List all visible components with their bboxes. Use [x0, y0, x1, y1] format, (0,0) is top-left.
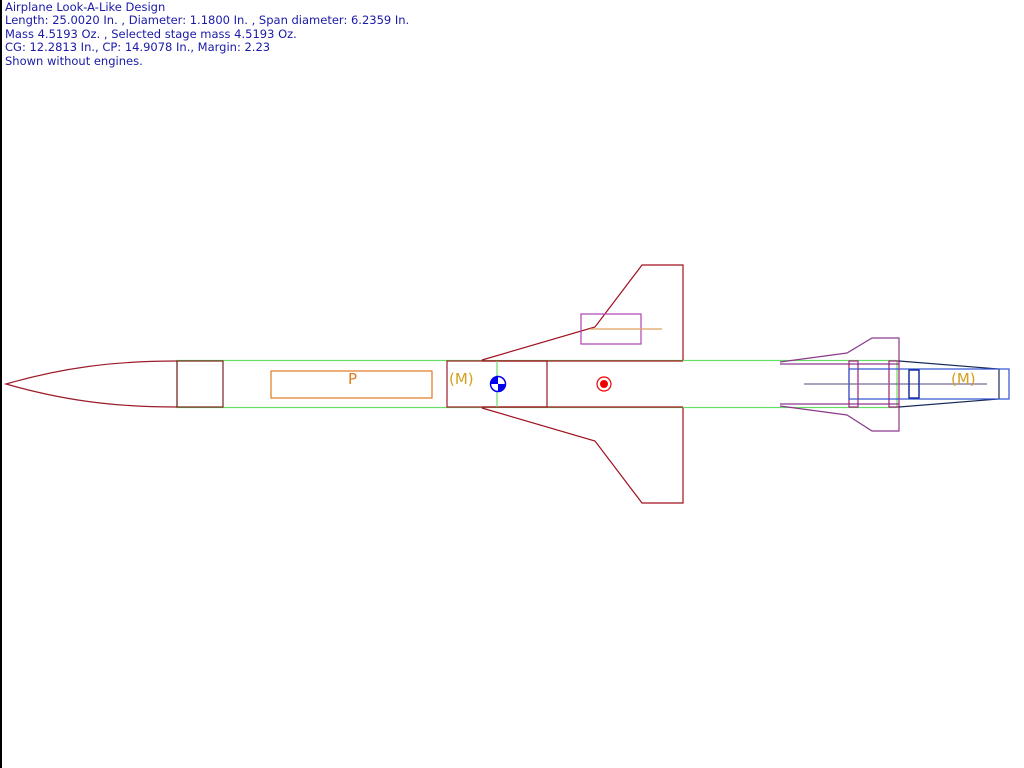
- parachute[interactable]: [270, 370, 433, 399]
- design-dimensions: Length: 25.0020 In. , Diameter: 1.1800 I…: [5, 13, 410, 28]
- design-title: Airplane Look-A-Like Design: [5, 0, 166, 14]
- design-info: Airplane Look-A-Like Design Length: 25.0…: [5, 0, 410, 68]
- mass-label-front: (M): [449, 370, 474, 388]
- engine-block[interactable]: [908, 369, 920, 399]
- nose-cone[interactable]: [3, 360, 178, 408]
- design-note: Shown without engines.: [5, 53, 143, 68]
- nose-shoulder[interactable]: [176, 360, 224, 408]
- cg-marker-icon: [489, 375, 507, 393]
- tail-cone[interactable]: [898, 360, 1000, 408]
- wing-bottom[interactable]: [481, 407, 684, 504]
- design-stability: CG: 12.2813 In., CP: 14.9078 In., Margin…: [5, 40, 271, 55]
- cp-marker-icon: [596, 376, 612, 392]
- parachute-label: P: [348, 370, 357, 388]
- design-mass: Mass 4.5193 Oz. , Selected stage mass 4.…: [5, 26, 297, 41]
- rear-fin-bottom[interactable]: [779, 405, 900, 432]
- body-tube[interactable]: [176, 359, 898, 409]
- mass-label-rear: (M): [951, 370, 976, 388]
- wing-top[interactable]: [481, 264, 684, 361]
- rear-fin-top[interactable]: [779, 337, 900, 363]
